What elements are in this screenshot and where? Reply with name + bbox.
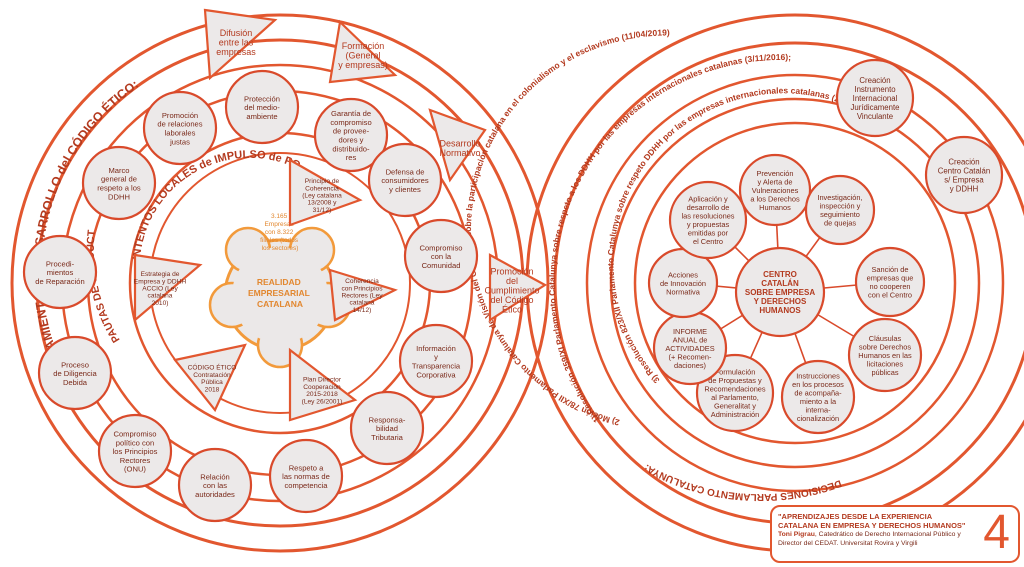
center-stat-line: filiales (todos	[260, 237, 299, 244]
center-stat-line: Empresas	[264, 221, 294, 228]
svg-text:REALIDAD EMPRESARIAL: REALIDAD EMPRESARIAL CATALANA	[248, 277, 312, 309]
center-title-line: EMPRESARIAL	[248, 288, 310, 298]
center-stat-line: 3.165	[271, 213, 288, 220]
credit-title: "APRENDIZAJES DESDE LA EXPERIENCIA CATAL…	[778, 512, 966, 530]
svg-text:3.165 Empresas con: 3.165 Empresas con 8.322 filiales (todos…	[260, 213, 300, 252]
credit-author-line: Toni Pigrau, Catedrático de Derecho Inte…	[778, 531, 973, 548]
slide-number: 4	[983, 506, 1010, 559]
center-title-line: CATALANA	[257, 299, 303, 309]
center-stat-line: los sectores)	[262, 245, 299, 252]
center-title-line: REALIDAD	[257, 277, 301, 287]
credit-text: "APRENDIZAJES DESDE LA EXPERIENCIA CATAL…	[778, 512, 973, 548]
center-reality-blob: REALIDAD EMPRESARIAL CATALANA 3.165 Empr…	[208, 213, 352, 369]
author-name: Toni Pigrau	[778, 531, 815, 538]
author-role: , Catedrático de Derecho Internacional P…	[778, 531, 961, 547]
center-stat-line: con 8.322	[265, 229, 294, 236]
credit-box: "APRENDIZAJES DESDE LA EXPERIENCIA CATAL…	[770, 505, 1020, 563]
right-outer-arc-label: DECISIONES PARLAMENTO CATALUNYA:	[643, 461, 843, 502]
